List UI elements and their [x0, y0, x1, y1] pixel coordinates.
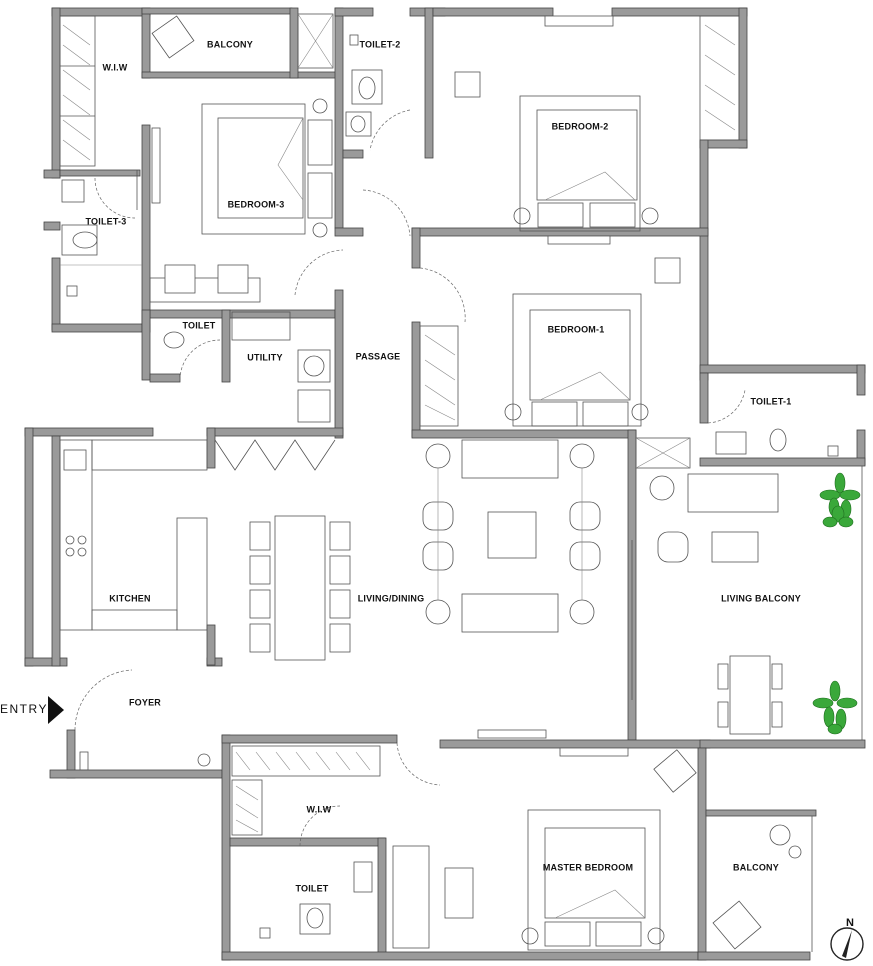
label-toilet-bottom: TOILET	[295, 883, 328, 893]
label-balcony-bottom: BALCONY	[733, 862, 779, 872]
label-balcony-top: BALCONY	[207, 39, 253, 49]
label-bedroom-2: BEDROOM-2	[552, 121, 609, 131]
label-passage: PASSAGE	[356, 351, 401, 361]
north-needle-icon	[842, 930, 852, 958]
doors	[74, 109, 746, 847]
label-wiw-top: W.I.W	[103, 62, 128, 72]
label-foyer: FOYER	[129, 697, 161, 707]
label-bedroom-3: BEDROOM-3	[228, 199, 285, 209]
label-toilet-3: TOILET-3	[86, 216, 127, 226]
label-toilet-mid: TOILET	[182, 320, 215, 330]
north-arrow: N	[830, 917, 864, 961]
label-master-bedroom: MASTER BEDROOM	[543, 862, 633, 872]
entry-marker: ENTRY	[0, 696, 64, 724]
label-wiw-bottom: W.I.W	[307, 804, 332, 814]
fixtures	[59, 13, 863, 952]
label-living-dining: LIVING/DINING	[358, 593, 425, 603]
label-toilet-2: TOILET-2	[360, 39, 401, 49]
label-bedroom-1: BEDROOM-1	[548, 324, 605, 334]
label-living-balcony: LIVING BALCONY	[721, 593, 801, 603]
label-utility: UTILITY	[247, 352, 282, 362]
entry-label: ENTRY	[0, 702, 48, 716]
walls	[24, 7, 866, 961]
north-label: N	[846, 917, 854, 929]
entry-arrow-icon	[48, 696, 64, 724]
room-labels: W.I.W BALCONY TOILET-2 BEDROOM-2 BEDROOM…	[86, 39, 801, 893]
label-toilet-1: TOILET-1	[751, 396, 792, 406]
plants	[812, 472, 861, 735]
label-kitchen: KITCHEN	[109, 593, 150, 603]
